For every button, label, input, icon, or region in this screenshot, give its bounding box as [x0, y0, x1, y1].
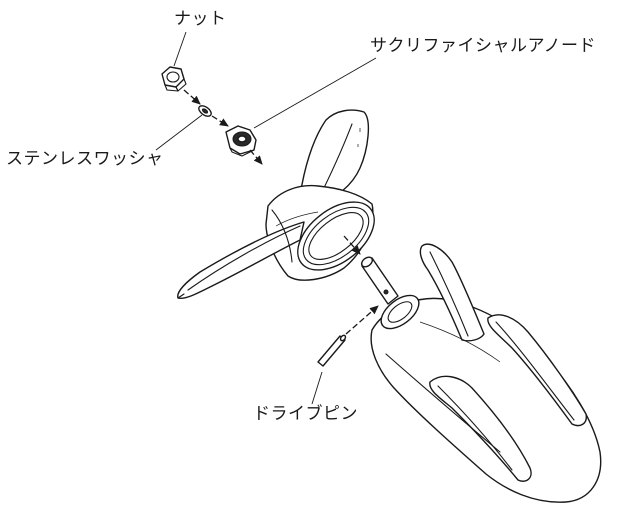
washer-label: ステンレスワッシャ	[6, 149, 164, 169]
nut-part	[161, 66, 187, 92]
washer-to-anode-arrow	[211, 115, 229, 127]
drive-pin-part	[317, 334, 347, 367]
anode-leader	[253, 57, 377, 129]
nut-to-washer-arrow	[183, 89, 201, 105]
anode-part	[225, 125, 257, 157]
nut-leader	[173, 31, 187, 67]
propeller-to-shaft-arrow	[343, 235, 361, 255]
anode-label: サクリファイシャルアノード	[370, 36, 596, 56]
motor-unit-part	[360, 243, 602, 503]
nut-label: ナット	[174, 9, 227, 29]
drive-pin-leader	[311, 371, 323, 405]
drive-pin-label: ドライブピン	[253, 404, 358, 424]
washer-leader	[155, 114, 203, 151]
drive-pin-to-shaft-arrow	[345, 305, 379, 335]
anode-to-propeller-arrow	[249, 149, 263, 165]
propeller-part	[177, 109, 375, 299]
washer-part	[198, 105, 212, 117]
